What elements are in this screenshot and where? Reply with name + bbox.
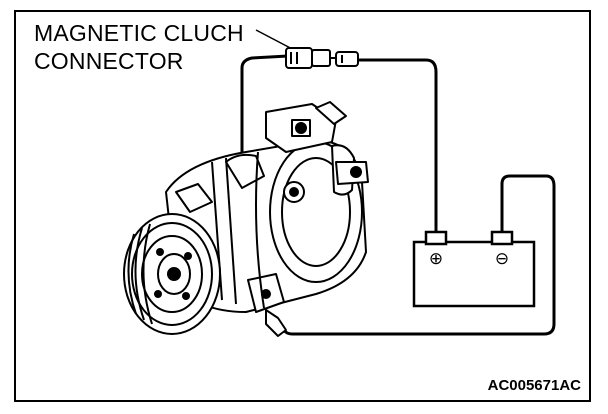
callout-label-line-2: CONNECTOR <box>34 48 184 74</box>
ground-terminal <box>265 309 287 337</box>
magnetic-clutch-connector <box>285 47 359 69</box>
figure-frame: ⊕ ⊖ <box>14 10 591 402</box>
callout-label-line-1: MAGNETIC CLUCH <box>34 20 244 46</box>
battery-negative-symbol: ⊖ <box>495 249 509 269</box>
figure-id: AC005671AC <box>487 377 581 394</box>
wire-connector-to-positive <box>354 58 438 234</box>
wire-compressor-to-connector <box>240 54 290 164</box>
wiring-diagram: ⊕ ⊖ <box>123 29 556 337</box>
wiring-harness <box>240 54 556 336</box>
battery <box>412 230 536 308</box>
battery-positive-symbol: ⊕ <box>429 249 443 269</box>
battery-case <box>412 240 536 308</box>
ac-compressor <box>123 101 369 337</box>
wire-negative-to-ground <box>278 174 556 336</box>
battery-negative-post <box>490 230 514 246</box>
battery-positive-post <box>424 230 448 246</box>
